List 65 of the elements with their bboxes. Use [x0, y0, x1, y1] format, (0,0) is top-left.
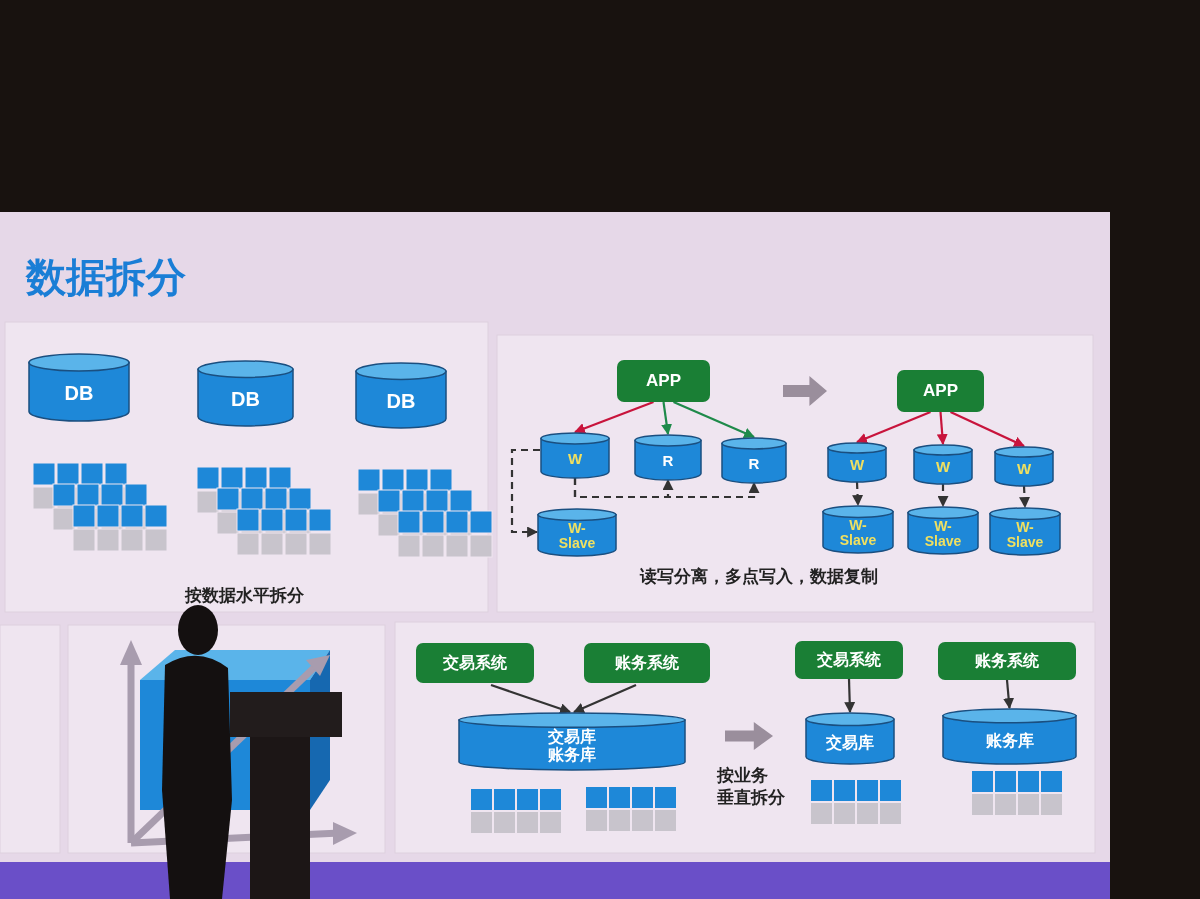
- node-label: DB: [386, 389, 416, 412]
- caption-text: 按业务: [717, 765, 768, 787]
- system-box: [795, 641, 903, 679]
- arrow: [844, 678, 856, 714]
- arrow: [950, 411, 1025, 447]
- caption-text: 读写分离，多点写入，数据复制: [640, 566, 878, 588]
- slide-title: 数据拆分: [26, 254, 186, 301]
- arrow: [573, 400, 654, 434]
- node-label: 交易库: [826, 733, 874, 752]
- database-cylinder: [540, 432, 610, 478]
- database-cylinder: [458, 712, 686, 770]
- node-label: 交易系统: [817, 651, 881, 669]
- system-box: [617, 360, 710, 402]
- arrow: [852, 481, 864, 507]
- arrow: [1019, 485, 1030, 509]
- node-label: APP: [923, 381, 958, 401]
- arrow: [936, 411, 948, 446]
- database-cylinder: [913, 444, 973, 484]
- arrow: [573, 684, 637, 714]
- node-label: W: [1016, 461, 1032, 478]
- node-label: 账务库: [548, 745, 596, 764]
- node-label: W-Slave: [1005, 519, 1045, 551]
- system-box: [584, 643, 710, 683]
- database-cylinder: [28, 353, 130, 421]
- arrow: [1003, 679, 1015, 710]
- database-cylinder: [805, 712, 895, 764]
- system-box: [416, 643, 534, 683]
- database-cylinder: [721, 437, 787, 483]
- node-label: W-Slave: [557, 520, 597, 552]
- database-cylinder: [942, 708, 1077, 764]
- arrow: [856, 411, 931, 444]
- database-cylinder: [827, 442, 887, 482]
- arrow: [490, 683, 572, 714]
- node-label: W-Slave: [838, 517, 878, 549]
- database-cylinder: [822, 505, 894, 553]
- node-label: W: [849, 457, 865, 474]
- system-box: [897, 370, 984, 412]
- node-label: DB: [231, 387, 260, 410]
- node-label: 账务系统: [615, 654, 679, 672]
- arrow: [661, 401, 673, 436]
- database-cylinder: [355, 362, 447, 428]
- node-label: W: [567, 450, 583, 468]
- database-cylinder: [537, 508, 617, 556]
- node-label: 账务系统: [975, 652, 1039, 670]
- node-label: APP: [646, 371, 681, 391]
- node-label: 账务库: [985, 731, 1034, 750]
- arrow: [573, 478, 760, 499]
- node-label: 交易系统: [443, 654, 507, 672]
- database-cylinder: [634, 434, 702, 480]
- caption-text: 垂直拆分: [717, 787, 785, 809]
- node-label: W: [935, 459, 951, 476]
- caption-text: 按数据水平拆分: [185, 585, 304, 607]
- database-cylinder: [994, 446, 1054, 486]
- database-cylinder: [907, 506, 979, 554]
- system-box: [938, 642, 1076, 680]
- database-cylinder: [989, 507, 1061, 555]
- arrow: [673, 401, 755, 439]
- node-label: R: [748, 455, 760, 473]
- node-label: DB: [64, 381, 94, 404]
- database-cylinder: [197, 360, 294, 426]
- node-label: R: [662, 452, 674, 470]
- node-label: 交易库: [548, 728, 596, 746]
- node-label: W-Slave: [923, 518, 963, 550]
- arrow: [510, 448, 540, 538]
- arrow: [937, 484, 949, 508]
